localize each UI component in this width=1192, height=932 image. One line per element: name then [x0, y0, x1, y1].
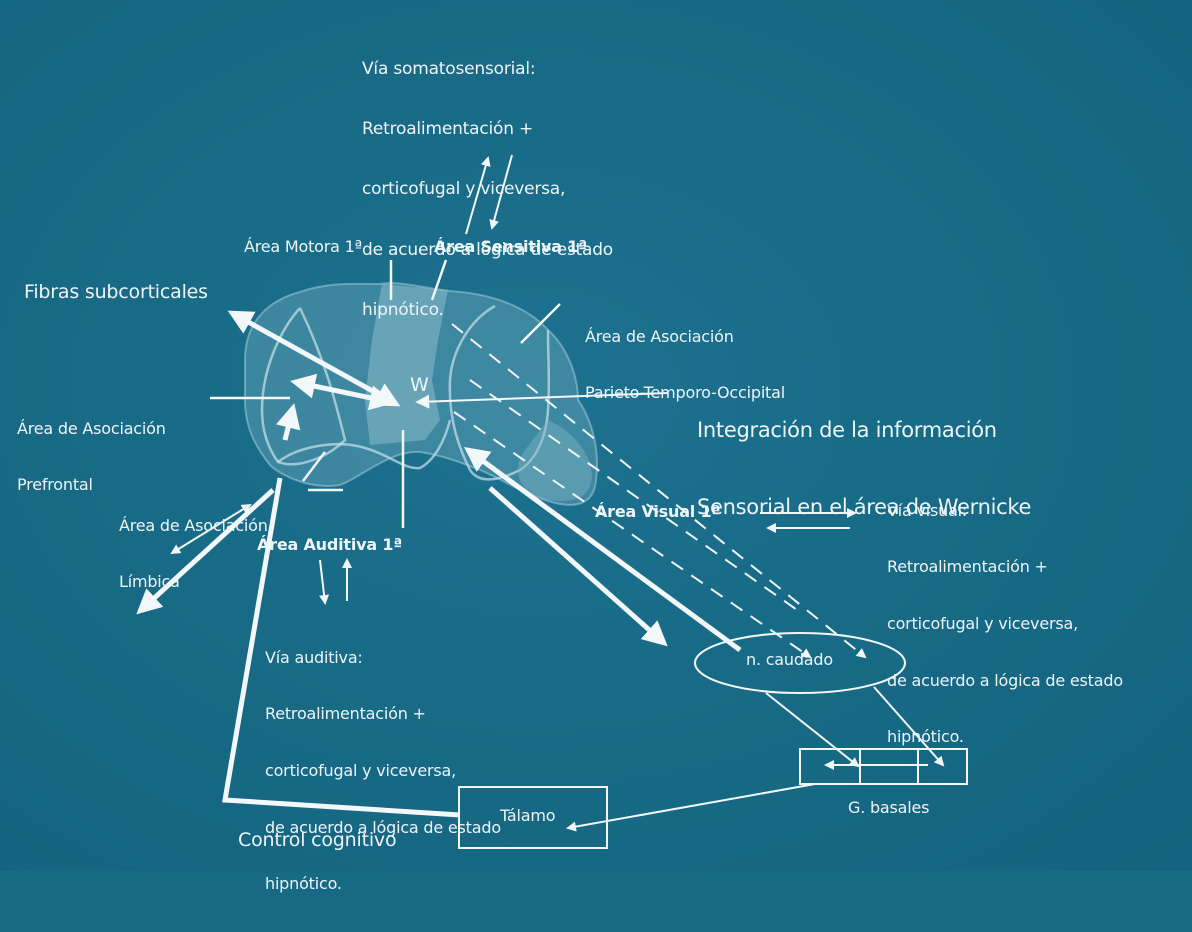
prefrontal-line-2: Prefrontal	[17, 475, 93, 495]
somatosensory-line-1: Vía somatosensorial:	[362, 59, 536, 80]
somatosensory-line-2: Retroalimentación +	[362, 119, 534, 140]
prefrontal-wernicke-arrow	[290, 373, 395, 411]
thalamus-label: Tálamo	[500, 806, 556, 825]
prefrontal-line-1: Área de Asociación	[17, 418, 166, 438]
primary-visual-area-label: Área Visual 1ª	[595, 502, 721, 521]
occipital-region	[517, 420, 592, 501]
somatosensory-arrow-up	[465, 156, 491, 235]
primary-auditory-area-label: Área Auditiva 1ª	[257, 535, 403, 554]
wernicke-marker: W	[410, 374, 429, 396]
limbic-association-label: Área de Asociación Límbica	[119, 479, 268, 630]
caudate-nucleus-ellipse	[694, 632, 906, 694]
somatosensory-pathway-text: Vía somatosensorial: Retroalimentación +…	[362, 19, 613, 360]
cortex-to-caudate-arrow	[488, 486, 668, 647]
visual-line-1: Vía visual:	[887, 500, 968, 520]
prefrontal-association-label: Área de Asociación Prefrontal	[17, 382, 166, 533]
caudate-to-basal-arrow-1	[765, 692, 860, 768]
limbic-bidirectional-arrow	[170, 503, 252, 555]
auditory-line-2: Retroalimentación +	[265, 704, 426, 724]
caudate-nucleus-label: n. caudado	[746, 650, 833, 669]
pto-line-2: Parieto-Temporo-Occipital	[585, 383, 785, 403]
brain-pathways-diagram: Vía somatosensorial: Retroalimentación +…	[0, 0, 1192, 893]
basal-ganglia-label: G. basales	[848, 798, 930, 817]
somatosensory-line-4: de acuerdo a lógica de estado	[362, 239, 614, 260]
visual-pathway-text: Vía visual: Retroalimentación + corticof…	[887, 464, 1123, 785]
limbic-outward-arrow	[136, 488, 275, 615]
cognitive-control-loop	[222, 477, 461, 818]
somatosensory-line-3: corticofugal y viceversa,	[362, 179, 566, 200]
limbic-to-prefrontal-arrow	[276, 403, 301, 441]
dashed-projection-1	[451, 323, 867, 659]
somatosensory-arrow-down	[489, 154, 513, 230]
visual-line-4: de acuerdo a lógica de estado	[887, 670, 1123, 690]
dashed-projection-3	[469, 379, 801, 613]
visual-line-5: hipnótico.	[887, 727, 964, 747]
wernicke-integration-label: Integración de la información Sensorial …	[697, 367, 1031, 572]
auditory-line-4: de acuerdo a lógica de estado	[265, 817, 501, 837]
auditory-line-1: Vía auditiva:	[265, 647, 363, 667]
pto-line-1: Área de Asociación	[585, 326, 734, 346]
wernicke-integration-arrow	[415, 392, 669, 409]
caudate-to-cortex-arrow	[463, 447, 742, 653]
auditory-line-5: hipnótico.	[265, 874, 342, 894]
sensory-area-leader	[430, 259, 448, 301]
basal-ganglia-box	[799, 748, 968, 785]
limbic-leader-diag	[302, 451, 326, 482]
temporal-lobe-border	[277, 419, 452, 470]
dashed-projection-2	[453, 411, 812, 659]
auditory-arrow-down	[319, 559, 330, 605]
primary-motor-area-label: Área Motora 1ª	[244, 237, 362, 256]
pto-association-label: Área de Asociación Parieto-Temporo-Occip…	[585, 290, 785, 441]
caudate-to-basal-arrow-2	[873, 686, 945, 767]
primary-sensory-area-label: Área Sensitiva 1ª	[434, 237, 587, 256]
pto-area-leader	[520, 303, 561, 344]
somatosensory-line-5: hipnótico.	[362, 299, 444, 320]
cognitive-control-label: Control cognitivo	[238, 829, 397, 851]
auditory-pathway-text: Vía auditiva: Retroalimentación + cortic…	[265, 611, 501, 932]
limbic-line-2: Límbica	[119, 572, 180, 592]
visual-line-2: Retroalimentación +	[887, 557, 1048, 577]
auditory-line-3: corticofugal y viceversa,	[265, 761, 456, 780]
wernicke-line-2: Sensorial en el área de Wernicke	[697, 495, 1032, 520]
diagram-canvas	[136, 154, 968, 849]
basal-to-thalamus-arrow	[566, 783, 816, 832]
limbic-line-1: Área de Asociación	[119, 515, 268, 535]
wernicke-line-1: Integración de la información	[697, 418, 997, 443]
parietal-lobe-border	[448, 304, 551, 481]
thalamus-box	[458, 786, 608, 849]
subcortical-fibers-label: Fibras subcorticales	[24, 281, 208, 303]
visual-line-3: corticofugal y viceversa,	[887, 614, 1078, 633]
